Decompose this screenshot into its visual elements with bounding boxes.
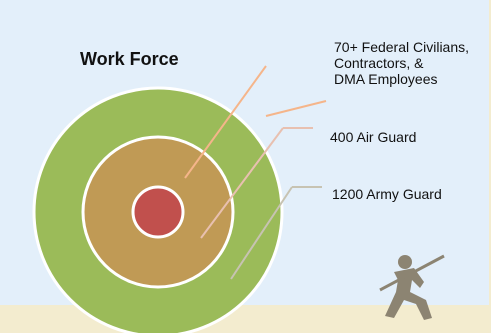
label-federal-civilians: 70+ Federal Civilians, Contractors, & DM… (334, 39, 469, 87)
soldier-silhouette-icon (379, 254, 445, 320)
label-federal-line-3: DMA Employees (334, 71, 438, 87)
leader-line-federal (184, 65, 267, 179)
leader-line-army-guard (230, 186, 293, 280)
label-army-guard: 1200 Army Guard (332, 186, 442, 202)
label-air-guard: 400 Air Guard (330, 129, 417, 145)
leader-line-federal-outer (265, 100, 327, 117)
label-federal-line-1: 70+ Federal Civilians, (334, 39, 470, 55)
diagram-title: Work Force (80, 49, 179, 69)
inner-circle-federal (131, 185, 185, 239)
leader-line-air-guard (200, 127, 284, 239)
label-federal-line-2: Contractors, & (334, 55, 424, 71)
